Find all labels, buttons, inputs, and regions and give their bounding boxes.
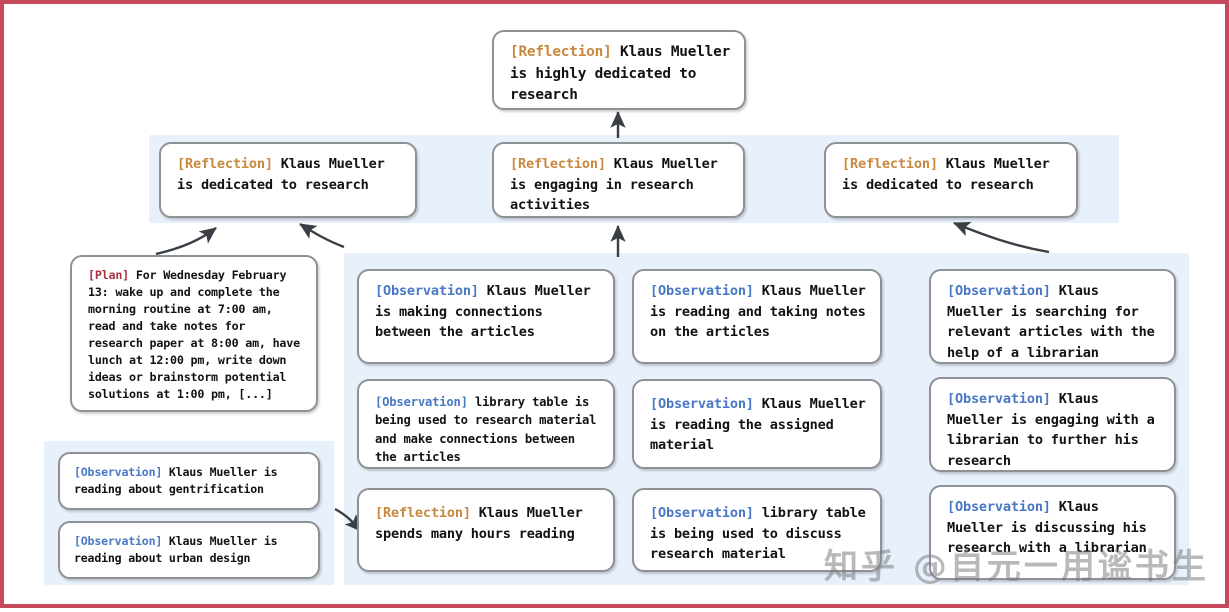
tag-reflection: [Reflection] — [842, 156, 938, 172]
column-two-node-1[interactable]: [Observation] Klaus Mueller is making co… — [357, 269, 615, 364]
root-reflection-node[interactable]: [Reflection] Klaus Mueller is highly ded… — [492, 30, 746, 110]
column-two-node-3[interactable]: [Reflection] Klaus Mueller spends many h… — [357, 488, 615, 572]
tag-observation: [Observation] — [74, 465, 162, 479]
tag-observation: [Observation] — [947, 283, 1051, 299]
plan-node[interactable]: [Plan] For Wednesday February 13: wake u… — [70, 255, 318, 412]
tag-observation: [Observation] — [650, 505, 754, 521]
watermark: 知乎 @自元一用谧书生 — [824, 539, 1209, 588]
reflection-node-right[interactable]: [Reflection] Klaus Mueller is dedicated … — [824, 142, 1078, 218]
tag-reflection: [Reflection] — [375, 505, 471, 521]
tag-reflection: [Reflection] — [510, 156, 606, 172]
column-two-node-2[interactable]: [Observation] library table is being use… — [357, 379, 615, 469]
node-text: For Wednesday February 13: wake up and c… — [88, 268, 300, 401]
reflection-node-left[interactable]: [Reflection] Klaus Mueller is dedicated … — [159, 142, 417, 218]
arrow-col2-to-reflection-left — [300, 224, 344, 247]
tag-observation: [Observation] — [375, 395, 468, 409]
tag-observation: [Observation] — [74, 534, 162, 548]
reflection-tree-canvas: [Reflection] Klaus Mueller is highly ded… — [4, 4, 1229, 612]
tag-observation: [Observation] — [947, 499, 1051, 515]
column-four-node-1[interactable]: [Observation] Klaus Mueller is searching… — [929, 269, 1176, 364]
column-three-node-2[interactable]: [Observation] Klaus Mueller is reading t… — [632, 379, 882, 469]
arrow-col4-to-reflection-right — [954, 223, 1049, 252]
tag-observation: [Observation] — [650, 396, 754, 412]
tag-plan: [Plan] — [88, 268, 129, 282]
tag-observation: [Observation] — [947, 391, 1051, 407]
column-four-node-2[interactable]: [Observation] Klaus Mueller is engaging … — [929, 377, 1176, 472]
arrow-plan-to-reflection-left — [156, 228, 216, 254]
left-observation-node-1[interactable]: [Observation] Klaus Mueller is reading a… — [58, 452, 320, 510]
left-observation-node-2[interactable]: [Observation] Klaus Mueller is reading a… — [58, 521, 320, 579]
tag-reflection: [Reflection] — [510, 44, 612, 60]
tag-reflection: [Reflection] — [177, 156, 273, 172]
tag-observation: [Observation] — [375, 283, 479, 299]
reflection-node-center[interactable]: [Reflection] Klaus Mueller is engaging i… — [492, 142, 745, 218]
column-three-node-1[interactable]: [Observation] Klaus Mueller is reading a… — [632, 269, 882, 364]
tag-observation: [Observation] — [650, 283, 754, 299]
